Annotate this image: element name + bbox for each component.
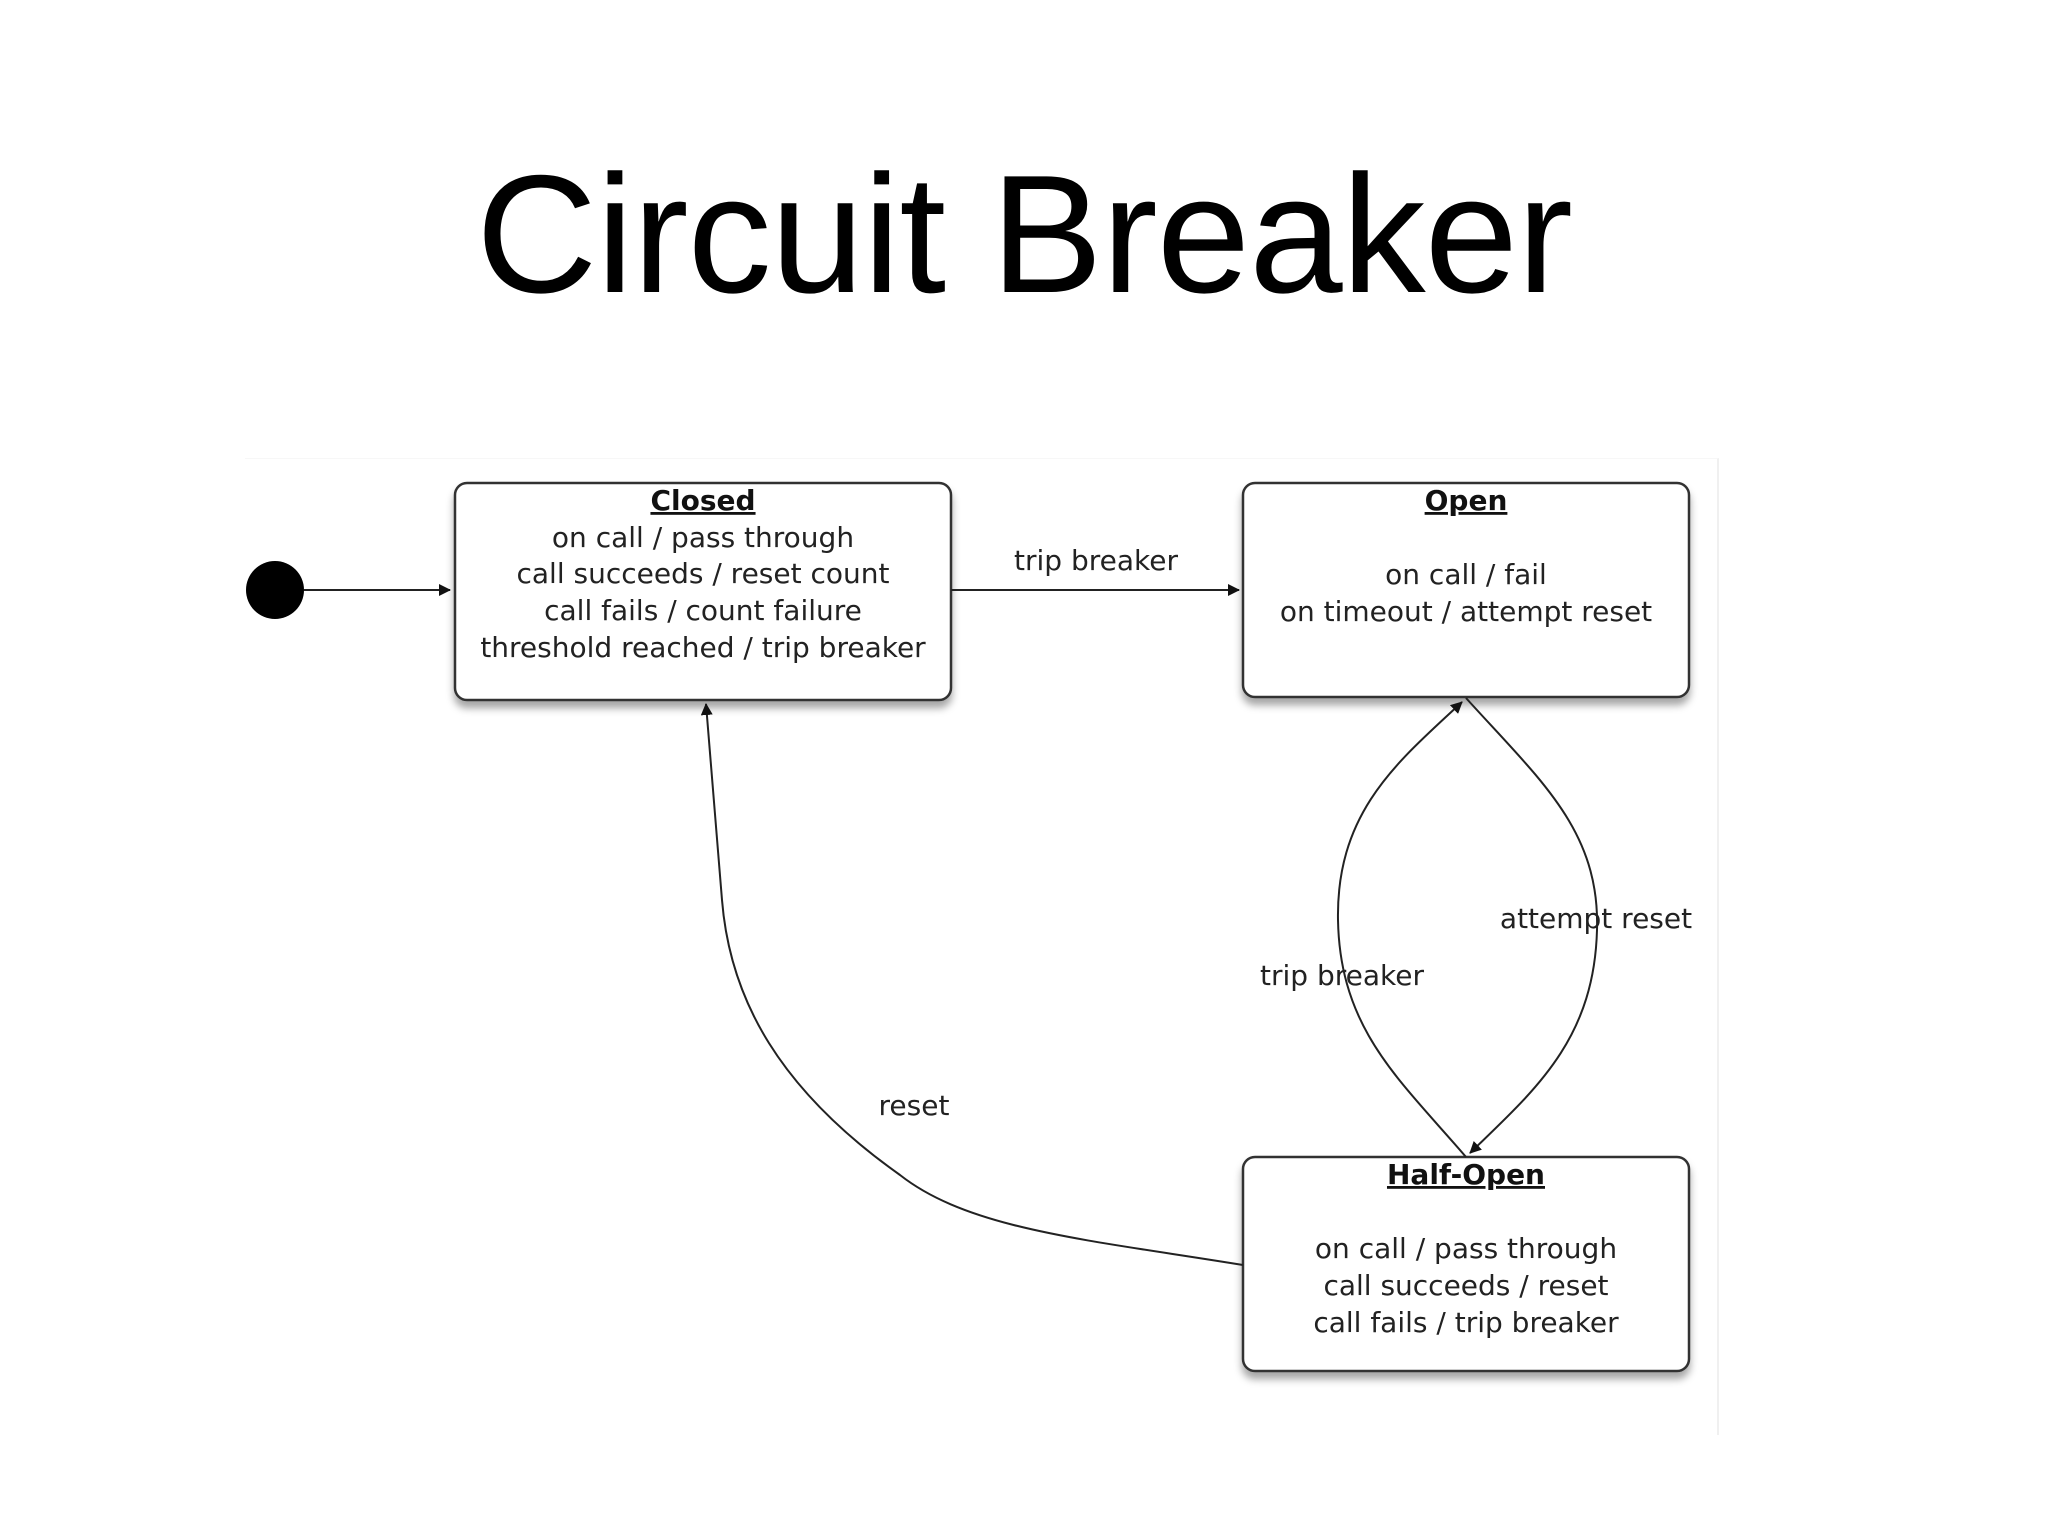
edge-label-closed-to-open: trip breaker	[1014, 544, 1178, 577]
edge-half-open-to-open	[1336, 701, 1467, 1158]
state-half-open-line-3: call fails / trip breaker	[1313, 1306, 1619, 1339]
edge-label-half-open-to-closed: reset	[879, 1089, 950, 1122]
state-closed-line-1: on call / pass through	[552, 521, 854, 554]
state-open: Open on call / fail on timeout / attempt…	[1241, 481, 1691, 699]
edge-label-open-to-half-open: attempt reset	[1500, 902, 1692, 935]
slide-title: Circuit Breaker	[476, 140, 1573, 328]
state-open-line-1: on call / fail	[1385, 558, 1547, 591]
state-half-open: Half-Open on call / pass through call su…	[1241, 1155, 1691, 1373]
state-closed-name: Closed	[650, 484, 755, 517]
initial-state-dot	[246, 561, 304, 619]
edge-open-to-half-open	[1465, 697, 1599, 1154]
state-closed-line-3: call fails / count failure	[544, 594, 862, 627]
edge-half-open-to-closed	[700, 703, 1244, 1266]
state-closed-line-2: call succeeds / reset count	[517, 557, 890, 590]
state-closed-line-4: threshold reached / trip breaker	[480, 631, 926, 664]
edge-label-half-open-to-open: trip breaker	[1260, 959, 1424, 992]
state-closed: Closed on call / pass through call succe…	[453, 481, 953, 702]
state-half-open-name: Half-Open	[1387, 1158, 1545, 1191]
state-open-line-2: on timeout / attempt reset	[1280, 595, 1652, 628]
state-open-name: Open	[1425, 484, 1508, 517]
state-half-open-line-1: on call / pass through	[1315, 1232, 1617, 1265]
state-half-open-line-2: call succeeds / reset	[1323, 1269, 1608, 1302]
